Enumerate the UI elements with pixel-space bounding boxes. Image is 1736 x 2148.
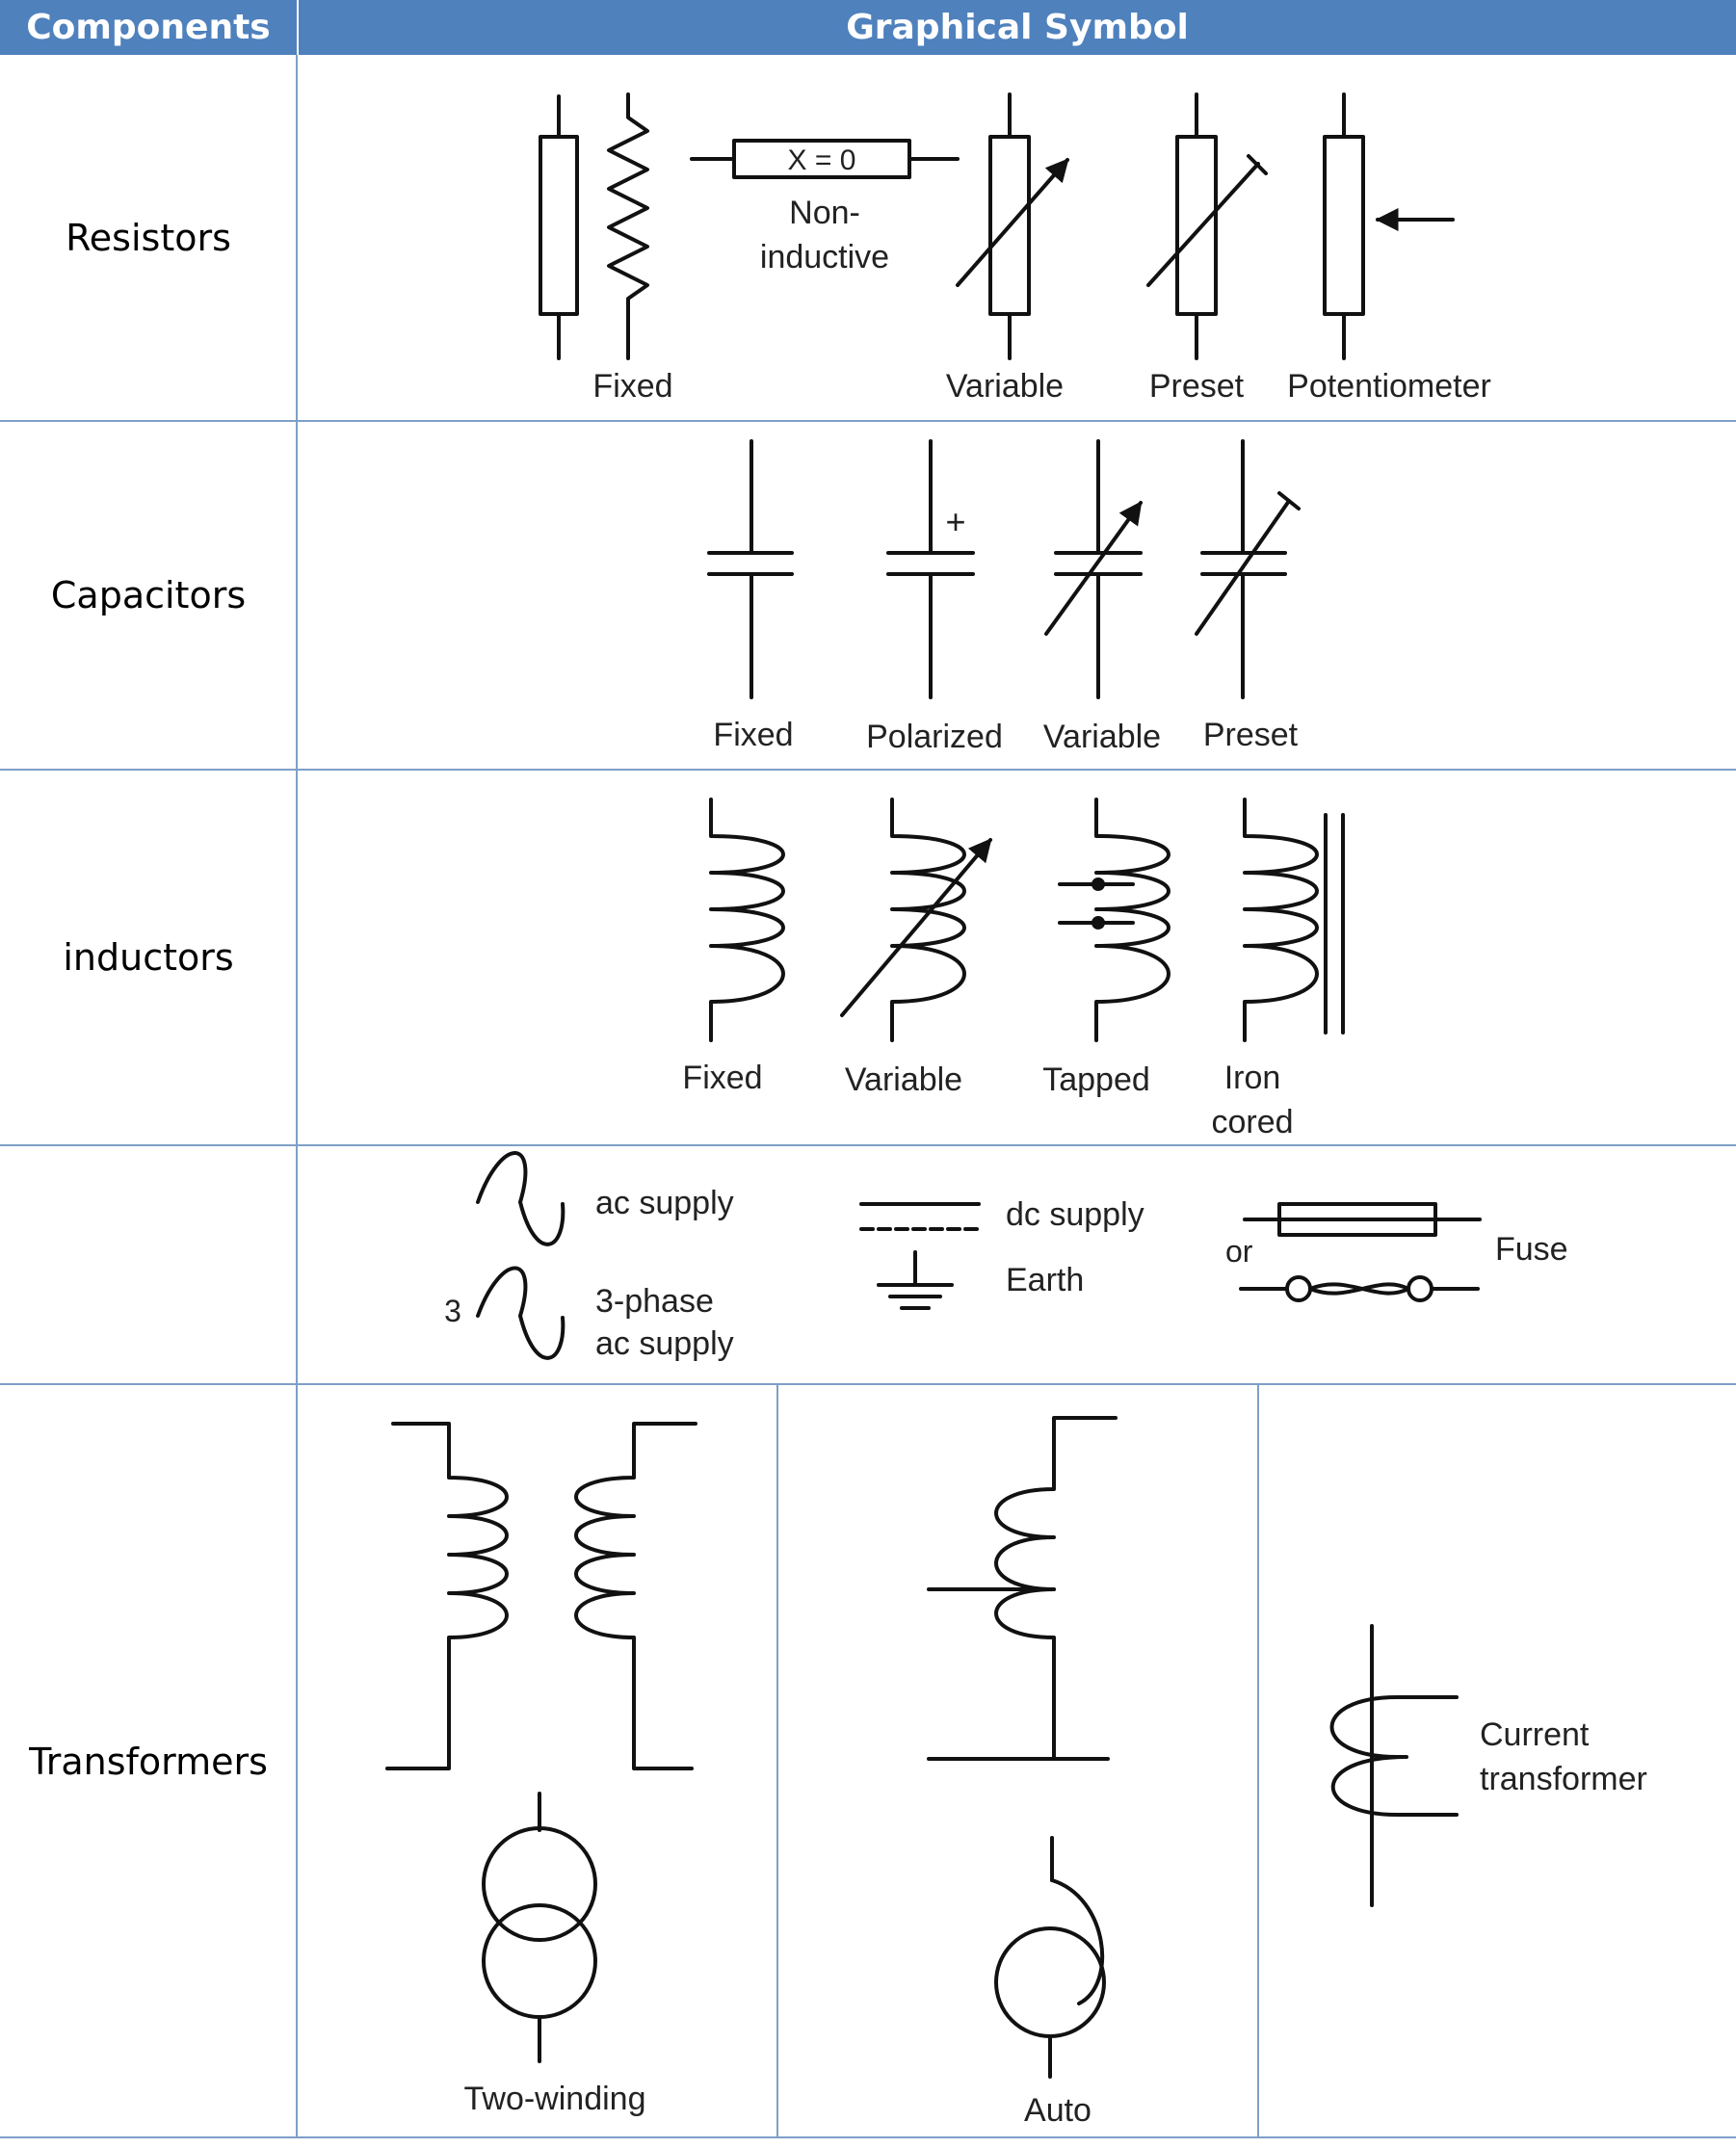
fuse-rect-symbol	[1243, 1202, 1482, 1237]
row-label-resistors: Resistors	[66, 217, 231, 259]
resistor-fixed-zigzag-symbol	[607, 92, 649, 360]
fuse-or-label: or	[1225, 1234, 1253, 1269]
transformer-auto-circle-symbol	[994, 1836, 1106, 2079]
header-components: Components	[0, 0, 297, 55]
row-divider	[0, 769, 1736, 771]
inductor-tapped-symbol	[1058, 798, 1170, 1042]
transformer-two-winding-circles-symbol	[482, 1792, 597, 2063]
capacitor-plus-label: +	[945, 502, 965, 541]
capacitor-preset-symbol	[1195, 439, 1301, 699]
dc-supply-symbol	[859, 1202, 981, 1231]
ac-supply-symbol	[476, 1151, 566, 1246]
inductor-iron-label-2: cored	[1211, 1104, 1293, 1140]
header-graphical-symbol: Graphical Symbol	[299, 0, 1736, 55]
inductor-variable-symbol	[840, 798, 992, 1042]
capacitor-polarized-label: Polarized	[866, 719, 1003, 755]
column-divider	[1257, 1384, 1259, 2138]
three-phase-number: 3	[444, 1294, 461, 1328]
row-divider	[0, 2136, 1736, 2138]
row-divider	[0, 1144, 1736, 1146]
inductor-iron-cored-symbol	[1243, 798, 1345, 1042]
inductor-fixed-symbol	[709, 798, 785, 1042]
resistor-preset-label: Preset	[1149, 368, 1245, 405]
inductor-variable-label: Variable	[845, 1061, 962, 1098]
resistor-fixed-box-symbol	[539, 94, 579, 360]
transformer-auto-coil-symbol	[927, 1416, 1118, 1761]
earth-label: Earth	[1006, 1262, 1084, 1298]
row-label-capacitors: Capacitors	[50, 574, 247, 616]
capacitor-fixed-label: Fixed	[713, 717, 793, 753]
inductor-fixed-label: Fixed	[682, 1060, 762, 1096]
inductor-iron-label-1: Iron	[1224, 1060, 1281, 1096]
three-phase-ac-symbol	[476, 1266, 566, 1360]
row-divider	[0, 1383, 1736, 1385]
transformer-auto-label: Auto	[1024, 2092, 1092, 2129]
ac-supply-label: ac supply	[595, 1185, 734, 1221]
three-phase-label-2: ac supply	[595, 1325, 734, 1362]
resistor-preset-symbol	[1146, 92, 1268, 360]
column-divider	[296, 55, 298, 2138]
current-transformer-label-2: transformer	[1480, 1761, 1647, 1797]
fuse-label: Fuse	[1495, 1231, 1568, 1268]
current-transformer-symbol	[1329, 1624, 1459, 1907]
resistor-noninductive-label-1: Non-	[789, 195, 860, 231]
earth-symbol	[877, 1250, 954, 1310]
three-phase-label-1: 3-phase	[595, 1283, 714, 1320]
resistor-variable-symbol	[956, 92, 1069, 360]
resistor-x0-label: X = 0	[788, 144, 856, 176]
resistor-potentiometer-label: Potentiometer	[1287, 368, 1491, 405]
row-label-inductors: inductors	[63, 936, 234, 979]
inductor-tapped-label: Tapped	[1042, 1061, 1150, 1098]
capacitor-variable-label: Variable	[1043, 719, 1161, 755]
resistor-noninductive-symbol	[690, 139, 960, 179]
resistor-variable-label: Variable	[946, 368, 1064, 405]
transformer-two-winding-label: Two-winding	[464, 2081, 646, 2117]
dc-supply-label: dc supply	[1006, 1196, 1144, 1233]
row-divider	[0, 420, 1736, 422]
row-label-transformers: Transformers	[29, 1740, 268, 1783]
resistor-fixed-label: Fixed	[592, 368, 672, 405]
fuse-wire-symbol	[1239, 1275, 1480, 1302]
transformer-two-winding-coils-symbol	[385, 1422, 697, 1770]
column-divider	[776, 1384, 778, 2138]
current-transformer-label-1: Current	[1480, 1716, 1590, 1753]
capacitor-preset-label: Preset	[1203, 717, 1299, 753]
capacitor-variable-symbol	[1044, 439, 1143, 699]
resistor-potentiometer-symbol	[1323, 92, 1455, 360]
capacitor-fixed-symbol	[707, 439, 794, 699]
resistor-noninductive-label-2: inductive	[760, 239, 889, 275]
capacitor-polarized-symbol	[886, 439, 975, 699]
